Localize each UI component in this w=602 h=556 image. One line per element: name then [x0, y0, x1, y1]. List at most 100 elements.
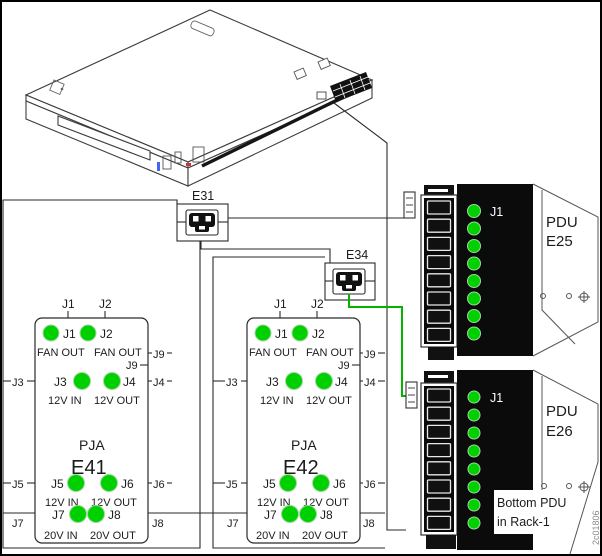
- e42-led-j8: [299, 505, 317, 523]
- e41-led-j6: [100, 474, 118, 492]
- e31-connector: E31: [176, 189, 229, 242]
- pdu-e25-j1-label: J1: [490, 205, 503, 219]
- e42-board-outline: [246, 317, 361, 544]
- pdu-e25-led-7: [467, 309, 481, 323]
- e41-led-j5: [67, 474, 85, 492]
- pdu-e25-outlet: [426, 200, 452, 215]
- e41-ext-j5: J5: [12, 479, 24, 491]
- e42-ext-j3: J3: [226, 377, 238, 389]
- pdu-e26-name: PDU: [546, 403, 578, 420]
- e41-j4-label: J4: [123, 375, 136, 389]
- e41-led-j8: [87, 505, 105, 523]
- pja-board-e42: J1 J2 J1 J2 FAN OUT FAN OUT J9 J3 J4 12V…: [246, 297, 361, 544]
- pdu-e26-led-4: [467, 444, 481, 458]
- e42-led-j6: [312, 474, 330, 492]
- e42-12v-out-1: 12V OUT: [306, 395, 352, 407]
- e42-j8-label: J8: [320, 508, 333, 522]
- laptop-red-mark: [186, 163, 191, 166]
- pdu-e25-led-1: [467, 204, 481, 218]
- pdu-e26-led-3: [467, 426, 481, 440]
- e41-12v-out-1: 12V OUT: [94, 395, 140, 407]
- e41-ext-j4: J4: [153, 377, 165, 389]
- pdu-e25-outlet: [426, 327, 452, 343]
- pdu-e25-outlet: [426, 254, 452, 270]
- laptop-to-pdu-cable: [333, 102, 406, 531]
- figure-id: 2c01806: [591, 510, 601, 545]
- pdu-e26-outlet: [426, 424, 452, 440]
- pdu-e26-outlet: [426, 388, 452, 403]
- pdu-e25-outlet: [426, 309, 452, 324]
- pdu-e26-j1-label: J1: [490, 391, 503, 405]
- e42-ext-j9: J9: [364, 349, 376, 361]
- pdu-e26-outlet: [426, 515, 452, 531]
- pdu-e26-note-box: [494, 490, 574, 534]
- e42-type: PJA: [291, 437, 317, 453]
- laptop-port-3: [192, 146, 205, 163]
- pdu-e25-id: E25: [546, 233, 573, 250]
- pdu-e26-note-line2: in Rack-1: [497, 515, 550, 529]
- pdu-e26: J1 PDU E26 Bottom PDU in Rack-1: [405, 369, 599, 555]
- e42-top-j2: J2: [311, 297, 324, 311]
- e41-led-j4: [103, 372, 121, 390]
- e34-connector: E34: [324, 248, 376, 301]
- e41-type: PJA: [79, 437, 105, 453]
- pdu-e25-outlet: [426, 291, 452, 306]
- pdu-e25-led-3: [467, 239, 481, 253]
- e34-label: E34: [346, 248, 368, 262]
- pja-board-e41: J1 J2 J1 J2 FAN OUT FAN OUT J9 J3 J4 12V…: [34, 297, 149, 544]
- laptop-drive-bay: [57, 115, 151, 161]
- e41-led-j2-label: J2: [100, 327, 113, 341]
- e42-12v-out-2: 12V OUT: [303, 497, 349, 509]
- e41-fan-out-1: FAN OUT: [37, 347, 85, 359]
- e41-j5-label: J5: [51, 477, 64, 491]
- e42-led-j2-label: J2: [312, 327, 325, 341]
- e42-led-j7: [281, 505, 299, 523]
- e41-harness-outline: [2, 199, 201, 549]
- e41-12v-in-1: 12V IN: [48, 395, 82, 407]
- e42-12v-in-1: 12V IN: [260, 395, 294, 407]
- pdu-e26-outlet: [426, 442, 452, 458]
- e41-inner-j9: J9: [126, 360, 138, 372]
- pdu-e25-outlet: [426, 273, 452, 288]
- e42-12v-in-2: 12V IN: [257, 497, 291, 509]
- e41-j6-label: J6: [121, 477, 134, 491]
- e42-led-j5: [279, 474, 297, 492]
- pdu-e25-led-4: [467, 256, 481, 271]
- e41-led-j7: [69, 505, 87, 523]
- pdu-e26-led-8: [467, 516, 481, 530]
- pdu-e25-led-2: [467, 221, 481, 236]
- e41-top-j1: J1: [62, 297, 75, 311]
- laptop-port-2: [174, 151, 182, 164]
- laptop-logo: [190, 20, 215, 37]
- e41-led-j2: [79, 324, 97, 342]
- e42-id: E42: [283, 457, 319, 479]
- pdu-e25-input-port: [403, 191, 416, 219]
- e41-led-j1: [42, 324, 60, 342]
- pdu-e26-note-line1: Bottom PDU: [497, 496, 566, 510]
- e41-led-j1-label: J1: [63, 327, 76, 341]
- laptop-blue-mark: [157, 162, 160, 171]
- pdu-e26-side-outline: [532, 369, 599, 555]
- pdu-e26-outlet: [426, 461, 452, 476]
- e42-inner-j9: J9: [338, 360, 350, 372]
- e41-ext-j6: J6: [153, 479, 165, 491]
- pdu-e26-outlet: [426, 406, 452, 421]
- e42-j3-label: J3: [266, 375, 279, 389]
- e42-led-j1: [254, 324, 272, 342]
- e41-12v-out-2: 12V OUT: [91, 497, 137, 509]
- e31-label: E31: [192, 189, 214, 203]
- e41-board-outline: [34, 317, 149, 544]
- pdu-e26-led-7: [467, 498, 481, 512]
- pdu-e25-outlet: [426, 236, 452, 252]
- e42-j7-label: J7: [264, 508, 277, 522]
- e41-j7-label: J7: [52, 508, 65, 522]
- e41-external-ports: J9 J4 J6 J8 J3 J5 J7: [3, 349, 172, 530]
- e42-led-j3: [285, 372, 303, 390]
- pdu-e25-label-box: [543, 211, 581, 253]
- e42-fan-out-2: FAN OUT: [306, 347, 354, 359]
- e41-fan-out-2: FAN OUT: [94, 347, 142, 359]
- pdu-e25-led-6: [467, 291, 481, 306]
- e41-ext-j9: J9: [153, 349, 165, 361]
- laptop-illustration: [24, 9, 374, 187]
